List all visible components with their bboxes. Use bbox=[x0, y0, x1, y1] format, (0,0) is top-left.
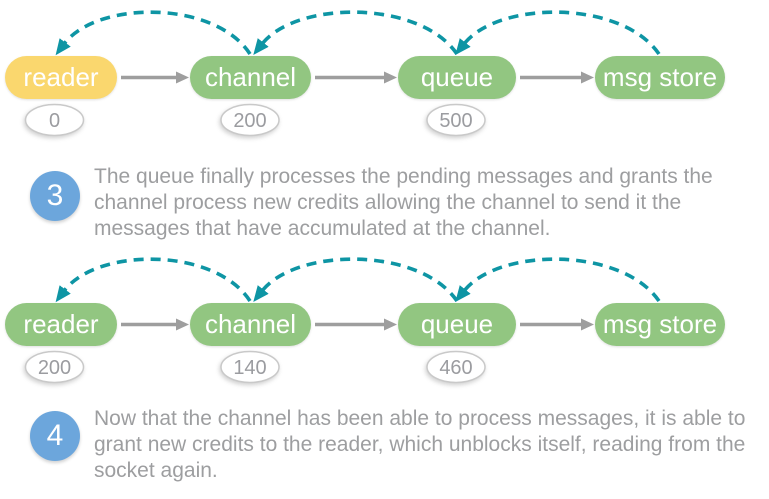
credit-badge-reader bbox=[24, 350, 85, 384]
step-3-line-2: channel process new credits allowing the… bbox=[94, 191, 682, 214]
credit-count-channel: 200 bbox=[233, 110, 266, 132]
credit-arc-channel-to-reader bbox=[55, 10, 252, 56]
node-queue bbox=[398, 56, 516, 99]
node-msgstore bbox=[595, 303, 725, 346]
credit-badge-channel bbox=[220, 103, 280, 137]
credit-count-reader: 200 bbox=[38, 357, 71, 379]
node-msgstore-label: msg store bbox=[603, 62, 717, 92]
node-reader bbox=[5, 56, 117, 99]
credit-arc-channel-to-reader bbox=[55, 257, 252, 303]
credit-badge-queue bbox=[426, 103, 486, 137]
node-msgstore-label: msg store bbox=[603, 309, 717, 339]
credit-badge-reader bbox=[24, 103, 85, 137]
credit-arc-queue-to-channel bbox=[253, 10, 459, 56]
credit-arc-queue-to-channel bbox=[253, 257, 459, 303]
credit-count-channel: 140 bbox=[233, 357, 266, 379]
node-reader-label: reader bbox=[23, 62, 98, 92]
step-4-line-3: socket again. bbox=[94, 459, 218, 482]
node-channel-label: channel bbox=[205, 309, 296, 339]
step-4-line-2: grant new credits to the reader, which u… bbox=[94, 433, 746, 456]
node-channel-label: channel bbox=[205, 62, 296, 92]
credit-badge-channel bbox=[220, 350, 280, 384]
step-3-number-badge: 3 bbox=[30, 171, 80, 221]
credit-count-queue: 460 bbox=[439, 357, 472, 379]
credit-arc-msgstore-to-queue bbox=[455, 257, 661, 303]
step-4-description: Now that the channel has been able to pr… bbox=[94, 406, 745, 484]
flow-row-state-3: reader channel queue msg store 0 200 500 bbox=[5, 10, 725, 137]
step-3-description: The queue finally processes the pending … bbox=[94, 164, 713, 242]
flow-row-state-4: reader channel queue msg store 200 140 4… bbox=[5, 257, 725, 384]
node-queue-label: queue bbox=[421, 309, 493, 339]
credit-arc-msgstore-to-queue bbox=[455, 10, 661, 56]
credit-badge-queue bbox=[426, 350, 486, 384]
node-channel bbox=[190, 56, 311, 99]
step-3-line-3: messages that have accumulated at the ch… bbox=[94, 217, 551, 240]
node-queue-label: queue bbox=[421, 62, 493, 92]
node-msgstore bbox=[595, 56, 725, 99]
node-queue bbox=[398, 303, 516, 346]
credit-count-queue: 500 bbox=[439, 110, 472, 132]
step-3-line-1: The queue finally processes the pending … bbox=[94, 165, 713, 188]
node-reader-label: reader bbox=[23, 309, 98, 339]
credit-count-reader: 0 bbox=[49, 110, 60, 132]
node-channel bbox=[190, 303, 311, 346]
step-4-line-1: Now that the channel has been able to pr… bbox=[94, 407, 746, 430]
step-4-number-badge: 4 bbox=[30, 411, 80, 461]
node-reader bbox=[5, 303, 117, 346]
